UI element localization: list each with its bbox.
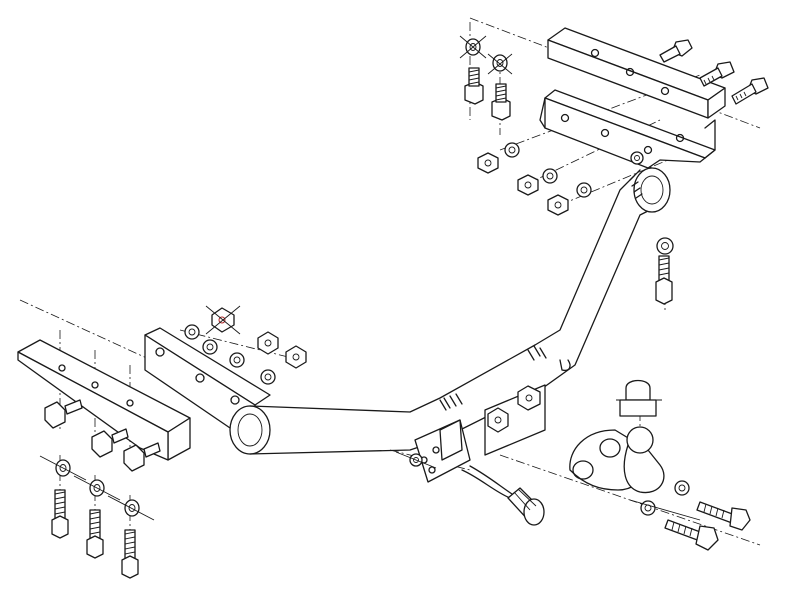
bolt-bottom-left-3 (121, 529, 139, 579)
nut-2 (517, 174, 539, 196)
bolt-left-3 (123, 442, 161, 472)
bolt-top-right-1 (659, 39, 693, 63)
nut-3 (547, 194, 569, 216)
bumper-bracket-left (17, 339, 191, 461)
bolt-top-right-3 (731, 77, 769, 105)
washers (55, 38, 690, 517)
bolt-left-1 (44, 399, 83, 429)
bolt-bottom-left-1 (51, 489, 69, 539)
bolt-bottom-left-2 (86, 509, 104, 559)
main-tube (144, 167, 671, 455)
bolt-bottom-right-2 (664, 519, 719, 551)
electrical-plug (461, 465, 545, 526)
nut-1 (477, 152, 499, 174)
bolts (44, 39, 769, 579)
nuts (211, 152, 569, 433)
bolt-top-left-1 (464, 67, 484, 105)
nut-7 (517, 385, 541, 411)
tow-ball (569, 426, 665, 494)
nut-8 (487, 407, 509, 433)
assembly-axis-lines (19, 17, 761, 580)
bolt-left-2 (91, 428, 129, 458)
bumper-bracket-right (539, 27, 726, 169)
leader-ticks (39, 35, 701, 521)
bolt-bottom-right-1 (696, 501, 751, 531)
nut-5 (257, 331, 279, 355)
socket-plate (414, 419, 471, 483)
bolt-right-vertical (655, 255, 673, 305)
bolt-top-right-2 (699, 61, 735, 87)
bolt-top-left-2 (491, 83, 511, 121)
ball-cap (616, 379, 662, 417)
nut-6 (285, 345, 307, 369)
